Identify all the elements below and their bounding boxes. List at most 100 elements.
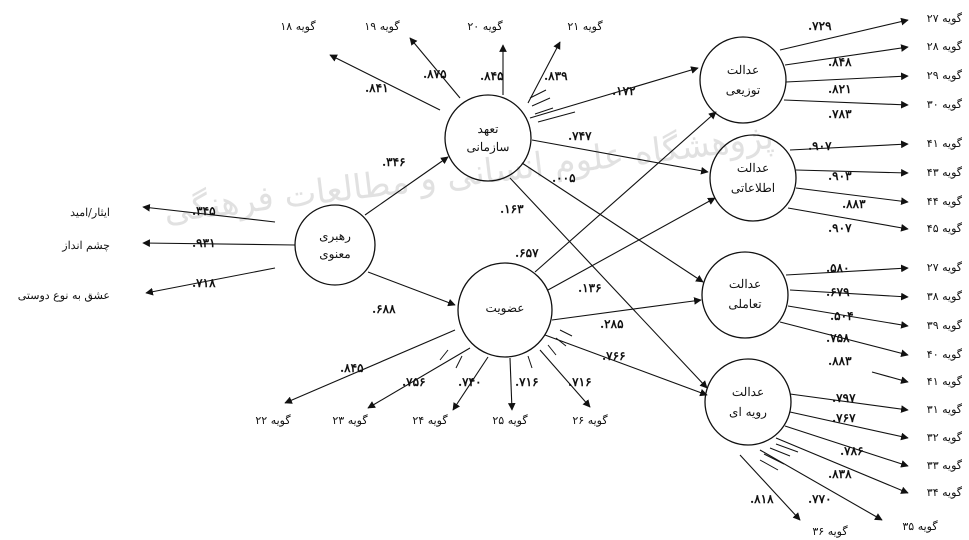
loading-label: .۷۹۷	[832, 391, 856, 405]
loading-label: .۵۰۴	[830, 309, 854, 323]
svg-text:عضویت: عضویت	[486, 301, 525, 315]
indicator-label: گویه ۲۳	[332, 414, 368, 427]
loading-label: .۸۷۵	[423, 67, 447, 81]
indicator-label: گویه ۱۸	[280, 20, 316, 33]
indicator-label: گویه ۴۵	[927, 222, 963, 235]
coef-commitment-interactional: .۰۰۵	[552, 171, 576, 185]
loading-label: .۵۸۰	[826, 261, 850, 275]
indicator-label: گویه ۳۹	[927, 319, 963, 332]
indicator-label: گویه ۲۷	[927, 261, 963, 274]
loading-label: .۸۸۳	[828, 354, 852, 368]
loading-label: .۷۲۹	[808, 19, 832, 33]
loading-label: .۷۸۶	[840, 444, 864, 458]
interactional-indicators	[779, 264, 909, 357]
indicator-label: گویه ۳۶	[812, 525, 848, 538]
svg-text:تعهد: تعهد	[478, 122, 499, 136]
coef-membership-procedural: .۷۶۶	[602, 349, 626, 363]
loading-label: .۷۷۰	[808, 492, 832, 506]
loading-label: .۳۴۵	[192, 204, 216, 218]
loading-label: .۷۱۸	[192, 276, 216, 290]
structural-coefficients: .۳۴۶ .۶۸۸ .۱۷۲ .۷۴۷ .۰۰۵ .۱۶۳ .۶۵۷ .۱۳۶ …	[372, 84, 636, 363]
indicator-label: گویه ۱۹	[364, 20, 400, 33]
coef-commitment-informational: .۷۴۷	[568, 129, 592, 143]
loading-label: .۸۴۵	[480, 69, 504, 83]
loading-label: .۷۴۰	[458, 375, 482, 389]
path-membership-informational	[547, 197, 716, 291]
indicator-label: گویه ۴۴	[927, 195, 963, 208]
construct-spiritual-leadership: رهبری معنوی	[294, 204, 376, 286]
loading-label: .۷۱۶	[515, 375, 539, 389]
loading-label: .۸۸۳	[842, 197, 866, 211]
loading-label: .۹۰۳	[828, 169, 852, 183]
loading-label: .۷۸۳	[828, 107, 852, 121]
error-ticks	[759, 443, 799, 471]
loading-label: .۸۴۸	[828, 55, 852, 69]
construct-distributive-justice: عدالت توزیعی	[699, 36, 787, 124]
indicator-label: گویه ۳۳	[927, 459, 963, 472]
indicator-label: گویه ۲۴	[412, 414, 448, 427]
indicator-label: ایثار/امید	[70, 206, 110, 219]
svg-text:سازمانی: سازمانی	[467, 140, 510, 154]
path-commitment-informational	[531, 139, 709, 175]
construct-membership: عضویت	[457, 262, 553, 358]
path-leadership-membership	[367, 271, 456, 307]
indicator-label: گویه ۳۱	[927, 403, 963, 416]
coef-membership-informational: .۱۳۶	[578, 281, 602, 295]
indicator-label: گویه ۴۱	[927, 375, 963, 388]
loading-label: .۷۱۶	[568, 375, 592, 389]
leadership-indicators	[142, 203, 296, 296]
svg-text:عدالت: عدالت	[732, 385, 764, 399]
construct-procedural-justice: عدالت رویه ای	[704, 358, 792, 446]
indicator-label: گویه ۳۸	[927, 290, 963, 303]
construct-organizational-commitment: تعهد سازمانی	[444, 94, 532, 182]
path-membership-distributive	[534, 111, 717, 273]
svg-text:رهبری: رهبری	[319, 229, 351, 243]
svg-text:عدالت: عدالت	[727, 63, 759, 77]
structural-paths	[364, 66, 717, 397]
svg-text:تعاملی: تعاملی	[728, 297, 761, 311]
indicator-label: گویه ۲۸	[927, 40, 963, 53]
indicator-label: گویه ۳۵	[902, 520, 938, 533]
construct-informational-justice: عدالت اطلاعاتی	[709, 134, 797, 222]
path-commitment-distributive	[529, 66, 699, 119]
error-ticks	[529, 89, 576, 123]
indicator-label: گویه ۳۴	[927, 486, 963, 499]
indicator-label: گویه ۲۹	[927, 69, 963, 82]
loading-label: .۸۳۸	[828, 467, 852, 481]
coef-leadership-commitment: .۳۴۶	[382, 155, 406, 169]
loading-label: .۸۴۱	[365, 81, 389, 95]
loading-label: .۹۰۷	[828, 221, 852, 235]
construct-interactional-justice: عدالت تعاملی	[701, 251, 789, 339]
coef-membership-distributive: .۶۵۷	[515, 246, 539, 260]
svg-text:معنوی: معنوی	[319, 247, 350, 261]
svg-text:توزیعی: توزیعی	[726, 83, 760, 97]
indicator-label: عشق به نوع دوستی	[18, 289, 110, 302]
coef-leadership-membership: .۶۸۸	[372, 302, 396, 316]
indicator-label: گویه ۳۰	[927, 98, 963, 111]
procedural-indicators	[739, 371, 909, 521]
indicator-label: گویه ۴۰	[927, 348, 963, 361]
path-membership-interactional	[551, 297, 702, 321]
membership-indicators	[284, 329, 591, 411]
indicator-label: گویه ۴۱	[927, 137, 963, 150]
indicator-label: گویه ۲۵	[492, 414, 528, 427]
watermark: پژوهشگاه علوم انسانی و مطالعات فرهنگی	[162, 117, 776, 232]
path-leadership-commitment	[364, 156, 449, 216]
indicator-label: گویه ۳۲	[927, 431, 963, 444]
path-commitment-interactional	[521, 162, 704, 283]
loading-label: .۹۳۱	[192, 236, 216, 250]
loading-label: .۹۰۷	[808, 139, 832, 153]
loading-label: .۷۵۸	[826, 331, 850, 345]
loading-label: .۷۵۶	[402, 375, 426, 389]
loading-label: .۸۴۵	[340, 361, 364, 375]
indicator-label: گویه ۲۲	[255, 414, 291, 427]
coef-membership-interactional: .۲۸۵	[600, 317, 624, 331]
svg-text:اطلاعاتی: اطلاعاتی	[731, 181, 775, 195]
loading-label: .۶۷۹	[826, 285, 850, 299]
coef-commitment-procedural: .۱۶۳	[500, 202, 524, 216]
loading-label: .۸۱۸	[750, 492, 774, 506]
indicator-label: گویه ۴۳	[927, 166, 963, 179]
indicator-label: گویه ۲۶	[572, 414, 608, 427]
loading-label: .۸۲۱	[828, 82, 852, 96]
